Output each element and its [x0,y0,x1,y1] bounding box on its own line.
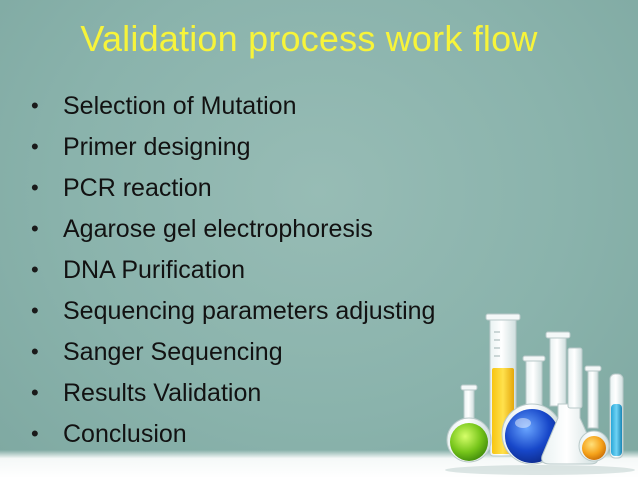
list-item: • PCR reaction [30,170,435,211]
list-item: • Agarose gel electrophoresis [30,211,435,252]
list-item: • Sanger Sequencing [30,334,435,375]
laboratory-glassware-icon [445,313,635,475]
bullet-icon: • [31,298,39,323]
list-item: • Results Validation [30,375,435,416]
slide-title: Validation process work flow [80,18,538,59]
bullet-icon: • [31,134,39,159]
bullet-icon: • [31,421,39,446]
bullet-text: PCR reaction [63,174,212,202]
bullet-icon: • [31,175,39,200]
bullet-text: Results Validation [63,379,262,407]
list-item: • Selection of Mutation [30,88,435,129]
bullet-text: DNA Purification [63,256,246,284]
bullet-text: Primer designing [63,133,251,161]
bullet-text: Selection of Mutation [63,92,297,120]
list-item: • Conclusion [30,416,435,457]
bullet-icon: • [31,380,39,405]
bullet-icon: • [31,257,39,282]
bullet-text: Conclusion [63,420,187,448]
list-item: • DNA Purification [30,252,435,293]
bullet-text: Sequencing parameters adjusting [63,297,436,325]
list-item: • Sequencing parameters adjusting [30,293,435,334]
bullet-text: Agarose gel electrophoresis [63,215,373,243]
bullet-icon: • [31,339,39,364]
list-item: • Primer designing [30,129,435,170]
bullet-text: Sanger Sequencing [63,338,283,366]
bullet-icon: • [31,216,39,241]
bullet-list: • Selection of Mutation • Primer designing… [30,88,435,457]
bullet-icon: • [31,93,39,118]
